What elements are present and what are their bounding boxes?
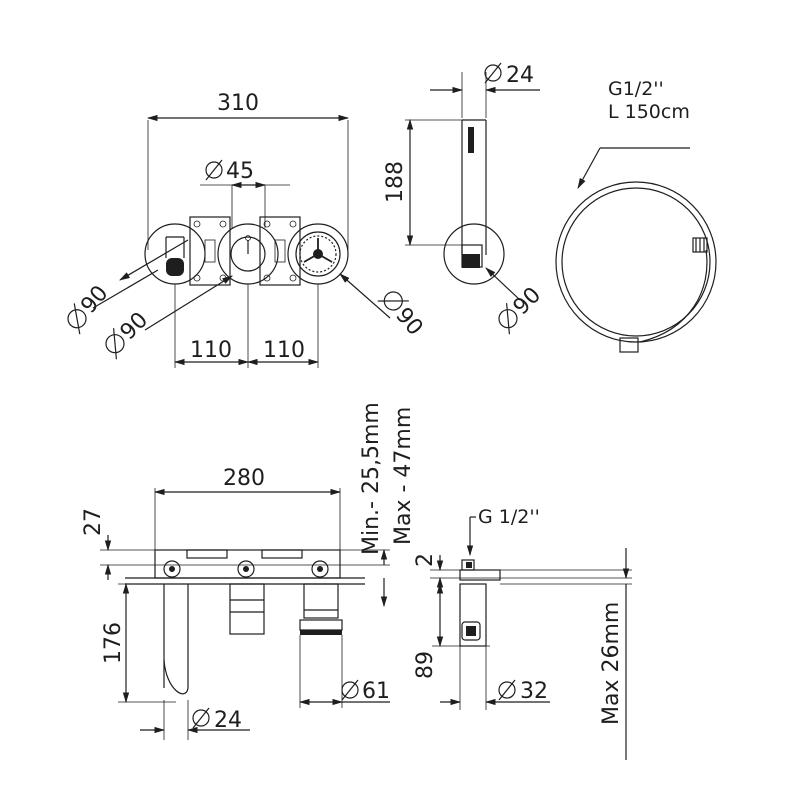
- dim-188: 188: [383, 161, 408, 203]
- holder-section-view: G 1/2'' 2 89 32 Max 26mm: [413, 506, 632, 760]
- hose-length-label: L 150cm: [608, 101, 690, 123]
- hand-shower-view: 24 188 90: [383, 62, 546, 335]
- dim-110-left: 110: [190, 338, 232, 363]
- dim-310: 310: [217, 91, 259, 116]
- section-view: 280 27 176: [81, 402, 416, 740]
- dim-2: 2: [413, 553, 438, 567]
- dim-dia-61: 61: [362, 679, 390, 704]
- dim-dia-90-left: 90: [76, 281, 113, 319]
- dim-dia-90-handshower: 90: [509, 283, 546, 320]
- dim-depth-max: Max - 47mm: [391, 407, 416, 545]
- hose-view: G1/2'' L 150cm: [555, 78, 717, 353]
- front-view: 310 45: [67, 91, 427, 368]
- dim-176: 176: [101, 622, 126, 664]
- dim-dia-24-spout: 24: [214, 708, 242, 733]
- dim-depth-min: Min.- 25,5mm: [359, 402, 384, 555]
- dim-280: 280: [223, 466, 265, 491]
- hose-thread-label: G1/2'': [608, 78, 664, 100]
- dim-dia-90-mid: 90: [116, 308, 153, 345]
- dim-dia-90-right: 90: [390, 303, 427, 341]
- dim-dia-24-handshower: 24: [506, 63, 534, 88]
- dim-dia-45: 45: [226, 159, 254, 184]
- dim-27: 27: [81, 508, 106, 536]
- dim-dia-32: 32: [520, 679, 548, 704]
- dim-110-right: 110: [263, 338, 305, 363]
- dim-89: 89: [413, 651, 438, 679]
- dim-max-26mm: Max 26mm: [599, 602, 624, 725]
- holder-thread-label: G 1/2'': [478, 506, 540, 528]
